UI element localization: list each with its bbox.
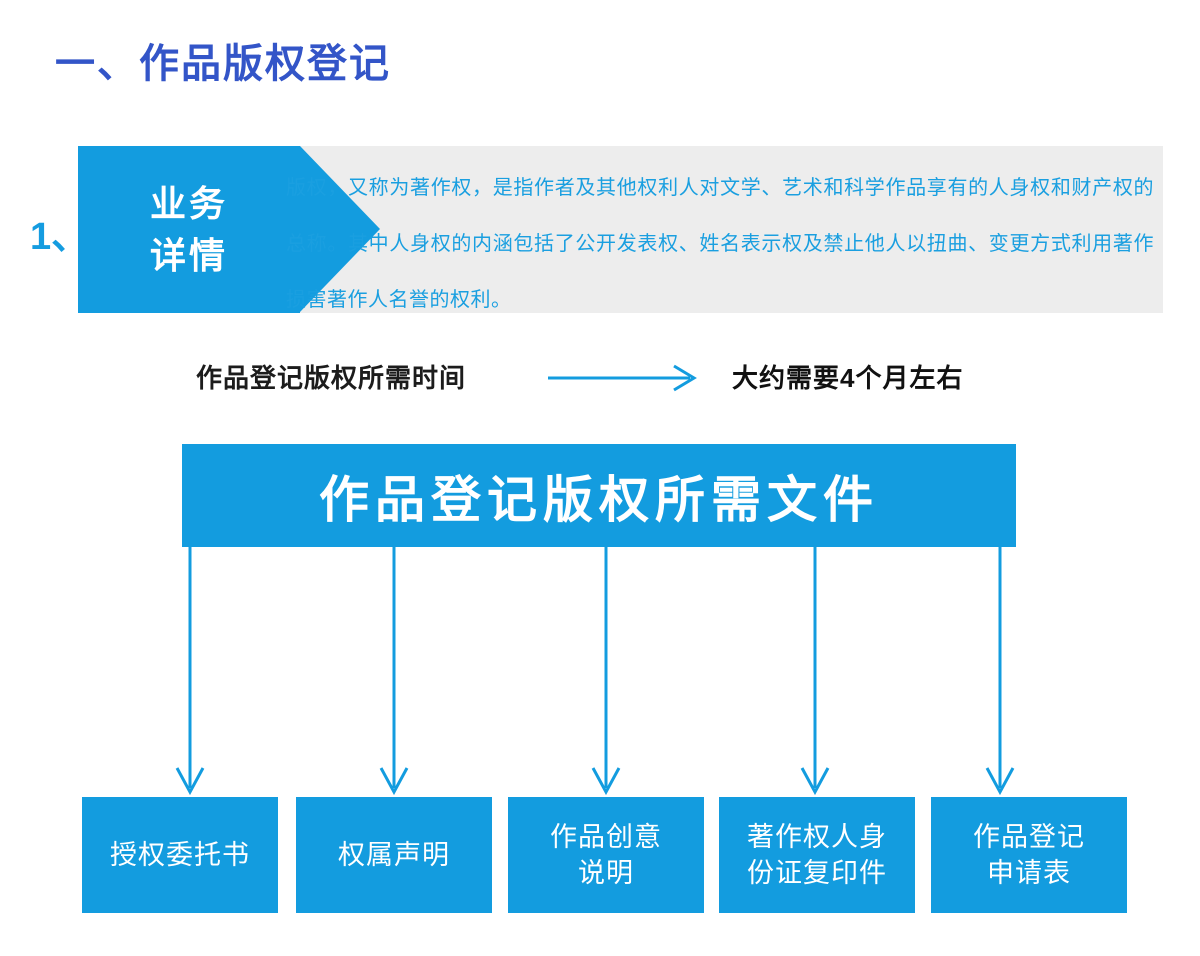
document-box-4-line2: 份证复印件 — [747, 858, 887, 888]
banner-body-text: 版权，又称为著作权，是指作者及其他权利人对文学、艺术和科学作品享有的人身权和财产… — [286, 177, 1154, 311]
documents-header-bar: 作品登记版权所需文件 — [182, 444, 1016, 547]
document-box-4-line1: 著作权人身 — [747, 821, 887, 852]
document-box-3-line2: 说明 — [578, 858, 634, 888]
document-box-1-line1: 授权委托书 — [110, 839, 250, 870]
document-box-5-line1: 作品登记 — [973, 821, 1085, 852]
duration-row: 作品登记版权所需时间 大约需要4个月左右 — [0, 358, 1200, 398]
arrow-right-icon — [548, 364, 698, 397]
document-box-3-line1: 作品创意 — [550, 821, 662, 852]
banner-tag-line1: 业务 — [149, 183, 228, 225]
banner-tag: 业务 详情 — [78, 146, 300, 313]
document-box-5-line2: 申请表 — [987, 858, 1071, 888]
document-boxes: 授权委托书 权属声明 作品创意说明 著作权人身份证复印件 作品登记申请表 — [0, 797, 1200, 913]
document-box-5[interactable]: 作品登记申请表 — [931, 797, 1127, 913]
duration-value: 大约需要4个月左右 — [732, 363, 964, 393]
duration-label: 作品登记版权所需时间 — [196, 363, 467, 393]
business-detail-banner: 业务 详情 版权，又称为著作权，是指作者及其他权利人对文学、艺术和科学作品享有的… — [78, 146, 1163, 313]
banner-tag-line2: 详情 — [149, 234, 228, 276]
connector-arrows — [0, 540, 1200, 800]
page-title: 一、作品版权登记 — [55, 42, 391, 86]
document-box-2-line1: 权属声明 — [338, 839, 450, 870]
document-box-1[interactable]: 授权委托书 — [82, 797, 278, 913]
banner-arrow-point-icon — [300, 146, 380, 312]
document-box-2[interactable]: 权属声明 — [296, 797, 492, 913]
arrow-down-icon — [175, 540, 1015, 796]
document-box-3[interactable]: 作品创意说明 — [508, 797, 704, 913]
document-box-4[interactable]: 著作权人身份证复印件 — [719, 797, 915, 913]
